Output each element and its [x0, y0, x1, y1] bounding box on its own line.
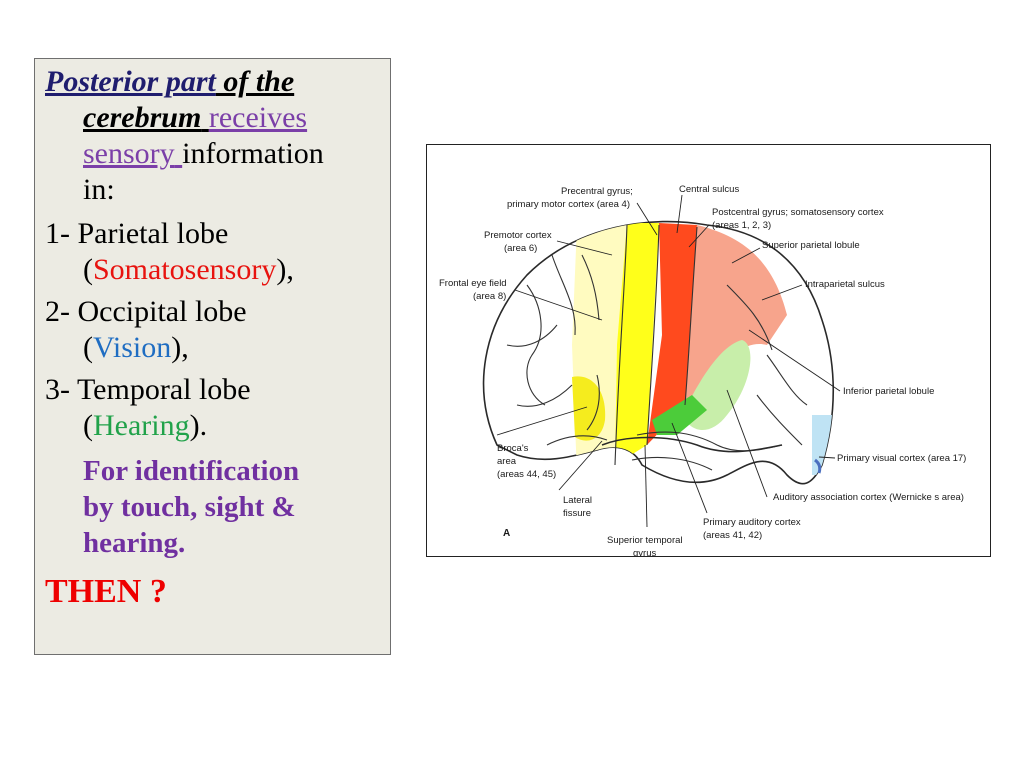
somatosensory-area	[647, 223, 697, 445]
question-then: THEN ?	[45, 573, 167, 610]
label-postcentral-1: Postcentral gyrus; somatosensory cortex	[712, 207, 884, 218]
label-primary-visual: Primary visual cortex (area 17)	[837, 453, 966, 464]
panel-letter: A	[503, 528, 510, 539]
primary-motor-area	[615, 223, 659, 465]
label-precentral-1: Precentral gyrus;	[561, 186, 633, 197]
item-1-title: 1- Parietal lobe	[45, 217, 229, 250]
label-superior-temporal-2: gyrus	[633, 548, 656, 556]
label-broca-3: (areas 44, 45)	[497, 469, 556, 480]
brain-diagram-figure: Precentral gyrus; primary motor cortex (…	[426, 144, 991, 557]
label-intraparietal: Intraparietal sulcus	[805, 279, 885, 290]
parietal-association-area	[685, 225, 787, 405]
heading-of-the: of the	[215, 65, 295, 98]
label-primary-auditory-1: Primary auditory cortex	[703, 517, 801, 528]
note-line-2: by touch, sight &	[83, 491, 296, 523]
item-3-function-line: (Hearing).	[83, 409, 208, 442]
label-superior-temporal-1: Superior temporal	[607, 535, 683, 546]
item-1-function: Somatosensory	[93, 253, 277, 286]
item-2-function-line: (Vision),	[83, 331, 189, 364]
item-3-function: Hearing	[93, 409, 190, 442]
label-frontal-eye-2: (area 8)	[473, 291, 506, 302]
heading-information: information	[182, 137, 324, 170]
label-premotor-1: Premotor cortex	[484, 230, 552, 241]
primary-auditory-area	[652, 395, 707, 435]
heading-posterior-part: Posterior part	[45, 65, 216, 98]
brain-diagram: Precentral gyrus; primary motor cortex (…	[439, 184, 966, 556]
label-frontal-eye-1: Frontal eye field	[439, 278, 507, 289]
heading-line-3: sensory information	[83, 139, 324, 169]
label-lateral-2: fissure	[563, 508, 591, 519]
text-box: Posterior part of the cerebrum receives …	[34, 58, 391, 655]
item-2-title: 2- Occipital lobe	[45, 295, 247, 328]
item-1-function-line: (Somatosensory),	[83, 253, 294, 286]
leader-lines	[496, 194, 841, 528]
item-3-title: 3- Temporal lobe	[45, 373, 251, 406]
cerebrum-outline	[482, 220, 834, 485]
gyri-lines	[506, 224, 808, 471]
label-lateral-1: Lateral	[563, 495, 592, 506]
label-primary-auditory-2: (areas 41, 42)	[703, 530, 762, 541]
visual-area	[812, 415, 834, 475]
label-auditory-association: Auditory association cortex (Wernicke s …	[773, 492, 964, 503]
lateral-fissure-line	[601, 436, 783, 453]
heading-line-1: Posterior part of the	[45, 67, 294, 97]
label-premotor-2: (area 6)	[504, 243, 537, 254]
visual-pole-mark	[814, 458, 822, 474]
label-broca-2: area	[497, 456, 517, 467]
heading-line-2: cerebrum receives	[83, 103, 307, 133]
item-2-function: Vision	[93, 331, 172, 364]
label-central-sulcus: Central sulcus	[679, 184, 739, 195]
heading-receives: receives	[208, 101, 308, 134]
label-broca-1: Broca's	[497, 443, 529, 454]
heading-line-4: in:	[83, 173, 115, 206]
label-precentral-2: primary motor cortex (area 4)	[507, 199, 630, 210]
label-inferior-parietal: Inferior parietal lobule	[843, 386, 934, 397]
heading-sensory: sensory	[83, 137, 175, 170]
label-superior-parietal: Superior parietal lobule	[762, 240, 860, 251]
broca-area	[572, 376, 606, 441]
note-line-3: hearing.	[83, 527, 186, 559]
heading-cerebrum: cerebrum	[83, 101, 202, 134]
note-line-1: For identification	[83, 455, 300, 487]
label-postcentral-2: (areas 1, 2, 3)	[712, 220, 771, 231]
